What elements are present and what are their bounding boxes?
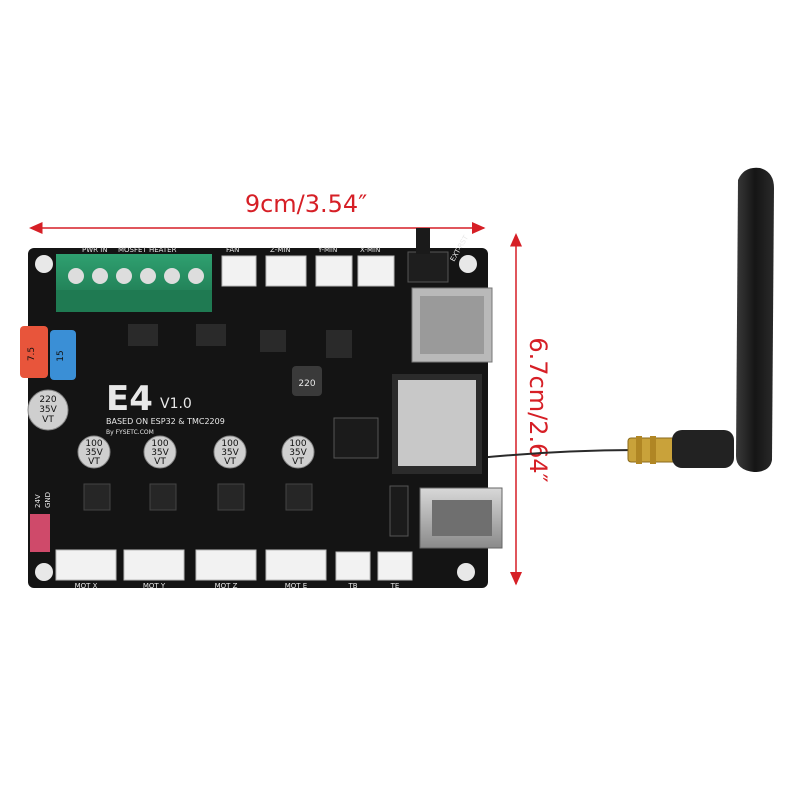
- label-z-min: Z-MIN: [270, 246, 291, 254]
- svg-text:VT: VT: [292, 457, 304, 467]
- bottom-connectors: [55, 549, 413, 581]
- label-fan: FAN: [226, 246, 239, 254]
- label-y-min: Y-MIN: [317, 246, 337, 254]
- label-mosfet-heater: MOSFET HEATER: [118, 246, 177, 254]
- svg-text:35V: 35V: [85, 448, 103, 458]
- bottom-labels: MOT X MOT Y MOT Z MOT E TB TE: [75, 582, 400, 590]
- pcb-board: PWR IN MOSFET HEATER FAN Z-MIN Y-MIN X-M…: [20, 228, 503, 590]
- svg-text:VT: VT: [154, 457, 166, 467]
- mounting-hole: [459, 255, 477, 273]
- label-pwr-in: PWR IN: [82, 246, 108, 254]
- label-24v: 24V: [34, 494, 42, 508]
- mounting-hole: [35, 255, 53, 273]
- antenna-hinge: [672, 430, 734, 468]
- reset-button: [416, 228, 430, 254]
- driver-cap-4: 100 35V VT: [281, 435, 315, 469]
- wifi-antenna: [477, 167, 774, 472]
- svg-text:VT: VT: [224, 457, 236, 467]
- svg-text:100: 100: [221, 439, 238, 449]
- svg-text:15: 15: [56, 350, 66, 361]
- bulk-capacitor: 220 35V VT: [27, 389, 69, 431]
- label-x-min: X-MIN: [360, 246, 380, 254]
- svg-text:220: 220: [298, 379, 315, 389]
- mounting-hole: [35, 563, 53, 581]
- svg-text:35V: 35V: [39, 405, 57, 415]
- label-te: TE: [390, 582, 400, 590]
- svg-text:VT: VT: [42, 415, 54, 425]
- label-mot-z: MOT Z: [215, 582, 238, 590]
- width-label: 9cm/3.54″: [245, 190, 367, 218]
- top-connectors: [221, 228, 449, 287]
- width-dimension: 9cm/3.54″: [29, 190, 486, 234]
- svg-text:7.5: 7.5: [27, 347, 37, 361]
- svg-text:35V: 35V: [151, 448, 169, 458]
- board-model: E4: [106, 379, 153, 419]
- height-label: 6.7cm/2.64″: [524, 337, 552, 482]
- driver-cap-3: 100 35V VT: [213, 435, 247, 469]
- svg-text:VT: VT: [88, 457, 100, 467]
- fuse-7.5a: 7.5: [20, 326, 48, 378]
- label-gnd: GND: [44, 492, 52, 508]
- svg-text:100: 100: [289, 439, 306, 449]
- height-dimension: 6.7cm/2.64″: [510, 233, 552, 586]
- label-tb: TB: [347, 582, 357, 590]
- label-mot-y: MOT Y: [143, 582, 166, 590]
- svg-text:100: 100: [151, 439, 168, 449]
- driver-cap-2: 100 35V VT: [143, 435, 177, 469]
- antenna-cable: [477, 449, 641, 459]
- svg-text:100: 100: [85, 439, 102, 449]
- svg-text:220: 220: [39, 395, 56, 405]
- svg-text:35V: 35V: [289, 448, 307, 458]
- board-based-on: BASED ON ESP32 & TMC2209: [106, 417, 225, 426]
- esp32-module: [392, 374, 482, 474]
- power-terminal-block: [56, 254, 212, 312]
- mounting-hole: [457, 563, 475, 581]
- side-pin-header: 24V GND: [30, 492, 52, 552]
- board-website: By FYSETC.COM: [106, 429, 154, 436]
- inductor: 220: [292, 366, 322, 396]
- antenna-whip: [736, 167, 774, 472]
- driver-cap-1: 100 35V VT: [77, 435, 111, 469]
- board-logo: E4 V1.0 BASED ON ESP32 & TMC2209 By FYSE…: [106, 379, 225, 436]
- fuse-15a: 15: [50, 330, 76, 380]
- svg-text:35V: 35V: [221, 448, 239, 458]
- label-mot-e: MOT E: [285, 582, 307, 590]
- label-mot-x: MOT X: [75, 582, 98, 590]
- board-version: V1.0: [160, 396, 192, 412]
